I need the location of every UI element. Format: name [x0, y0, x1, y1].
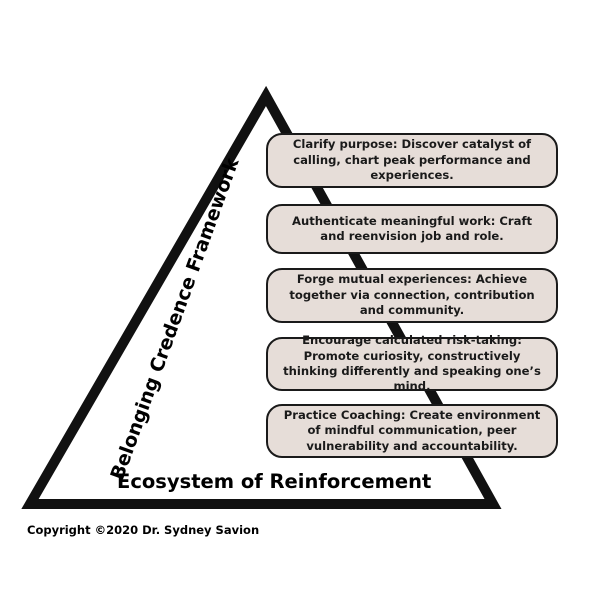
tier-4-box: Encourage calculated risk-taking: Promot…: [266, 333, 558, 393]
tier-3-box: Forge mutual experiences: Achieve togeth…: [266, 268, 558, 323]
copyright-text: Copyright ©2020 Dr. Sydney Savion: [27, 523, 260, 537]
base-label: Ecosystem of Reinforcement: [117, 470, 432, 493]
tier-1-box: Clarify purpose: Discover catalyst of ca…: [266, 133, 558, 188]
tier-3-text: Forge mutual experiences: Achieve togeth…: [289, 272, 535, 318]
tier-5-box: Practice Coaching: Create environment of…: [266, 404, 558, 458]
tier-1-text: Clarify purpose: Discover catalyst of ca…: [292, 137, 532, 183]
tier-4-text: Encourage calculated risk-taking: Promot…: [283, 333, 541, 394]
tier-2-text: Authenticate meaningful work: Craft and …: [291, 213, 533, 243]
tier-5-text: Practice Coaching: Create environment of…: [283, 407, 541, 453]
tier-2-box: Authenticate meaningful work: Craft and …: [266, 204, 558, 254]
